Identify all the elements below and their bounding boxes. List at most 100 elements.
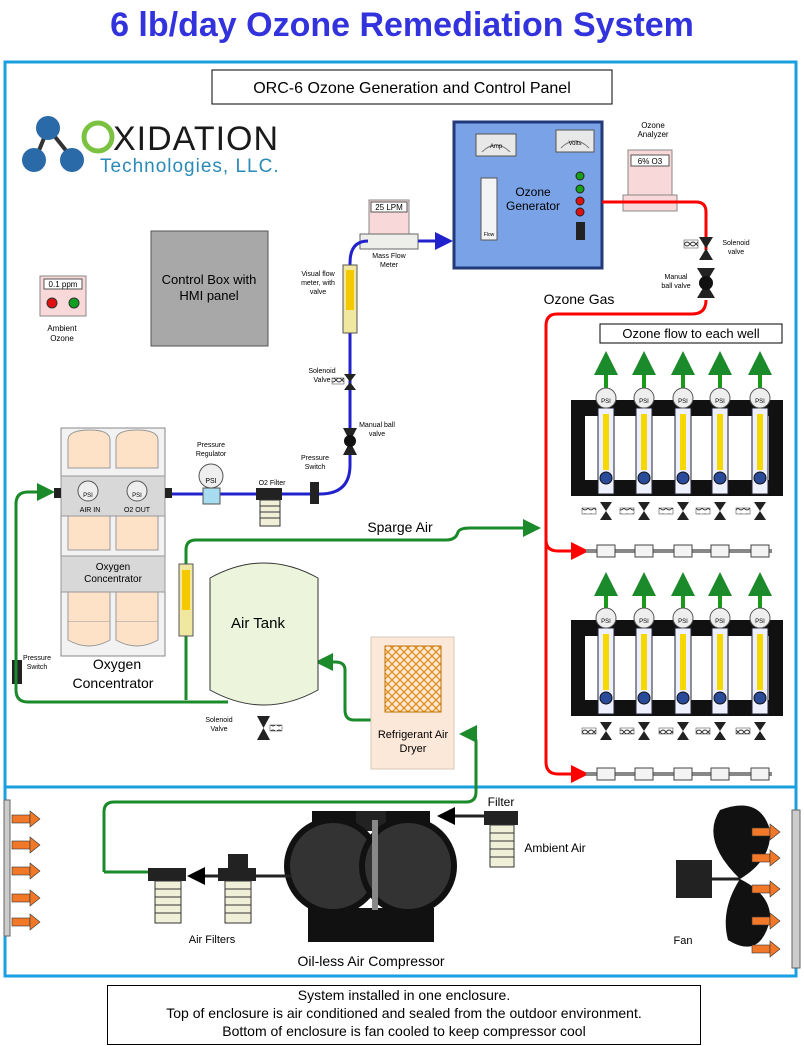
tank-solenoid-line2: Valve (211, 726, 228, 733)
manifold-1-well-4-flow-knob (713, 471, 727, 485)
manual-ball-left-line2: valve (369, 431, 385, 438)
visual-flow-line2: meter, with (301, 280, 335, 287)
intake-filter-label: Filter (488, 795, 515, 809)
generator-switch (576, 222, 585, 240)
o2-out-label: O2 OUT (124, 507, 151, 514)
manifold-1-right-post (769, 400, 783, 496)
ambient-label-1: Ambient (47, 324, 77, 333)
manifold-1-well-5-solenoid-coil (735, 507, 751, 515)
solenoid-valve-right (699, 237, 713, 260)
left-vent (3, 799, 11, 937)
manifold-2-well-2-solenoid-coil (619, 727, 635, 735)
manifold-2-well-5-float-tube (757, 634, 763, 690)
manifold-1-well-2-float-tube (641, 414, 647, 470)
left-cooling-arrow-3-shaft (11, 866, 31, 876)
manifold-1-well-3-solenoid-coil (658, 507, 674, 515)
flow-label: Flow (484, 232, 495, 238)
solenoid-valve-left (344, 374, 356, 390)
manifold-1-well-5-flow-knob (753, 471, 767, 485)
visual-flow-line1: Visual flow (301, 271, 335, 278)
air-line-dryer-to-tank (315, 653, 372, 722)
oxygen-concentrator-label2: Concentrator (73, 675, 154, 691)
o2-out-gauge (126, 480, 148, 502)
ozone-analyzer-label1: Ozone (641, 121, 665, 130)
air-line-to-concentrator (14, 483, 228, 704)
manifold-1-well-1-gauge-label: PSI (601, 399, 611, 405)
manifold-1-well-3-pressure-gauge (672, 387, 694, 409)
note-line1: System installed in one enclosure. (297, 987, 511, 1003)
manifold-1-well-2-flow-knob (637, 471, 651, 485)
manifold-1-well-4-pressure-gauge (709, 387, 731, 409)
o2-filter-element (259, 499, 281, 527)
manifold-1-well-5-float-tube (757, 414, 763, 470)
logo-word2: Technologies, LLC. (100, 156, 280, 177)
solenoid-left-line1: Solenoid (308, 368, 335, 375)
manifold-1-well-3-flow-knob (676, 471, 690, 485)
mass-flow-reading: 25 LPM (375, 203, 403, 212)
ozone-line-upper-manifold (544, 539, 589, 560)
ozone-gas-label: Ozone Gas (544, 291, 615, 307)
left-cooling-arrow-3-head (29, 862, 41, 880)
generator-light-4 (575, 207, 585, 217)
oxygen-line (170, 239, 369, 496)
o2-out-psi: PSI (132, 493, 142, 499)
manifold-2-well-1-pressure-gauge (595, 607, 617, 629)
solenoid-right-line2: valve (728, 249, 744, 256)
manifold-1-well-2-solenoid-coil (619, 507, 635, 515)
generator-light-3 (575, 196, 585, 206)
o2-filter-label: O2 Filter (259, 480, 287, 487)
manifold-2-well-2-float-tube (641, 634, 647, 690)
manifold-2-well-5-gauge-label: PSI (755, 619, 765, 625)
manifold-1-well-5-tee-fitting (750, 544, 770, 558)
manifold-2-well-2-flow-knob (637, 691, 651, 705)
ozone-generator-line1: Ozone (515, 185, 551, 199)
left-cooling-arrow-2-shaft (11, 840, 31, 850)
volts-label: Volts (568, 141, 581, 147)
page-title: 6 lb/day Ozone Remediation System (110, 6, 694, 44)
manifold-1-well-3-gauge-label: PSI (678, 399, 688, 405)
manifold-1-well-2-tee-fitting (634, 544, 654, 558)
oxygen-concentrator-label1: Oxygen (93, 656, 141, 672)
company-logo: XIDATION Technologies, LLC. (22, 116, 280, 177)
manifold-1-well-2-gauge-label: PSI (639, 399, 649, 405)
compressor-cylinder-right (359, 817, 457, 915)
manifold-2-well-3-pressure-gauge (672, 607, 694, 629)
right-cooling-arrow-3-shaft (751, 884, 771, 894)
air-dryer-line2: Dryer (400, 743, 427, 755)
right-cooling-arrow-5-head (769, 940, 781, 958)
left-cooling-arrow-1-head (29, 810, 41, 828)
right-vent-arrows (751, 823, 781, 958)
manifold-1-well-3-valve (677, 502, 689, 520)
logo-molecule-right (60, 148, 84, 172)
panel-title-box (211, 69, 613, 105)
ozone-analyzer-label2: Analyzer (637, 130, 668, 139)
manual-ball-left-line1: Manual ball (359, 422, 395, 429)
air-filter-1-element (154, 880, 182, 924)
pressure-switch-top-line1: Pressure (301, 455, 329, 462)
pressure-switch-left-line2: Switch (27, 664, 48, 671)
manifold-2-well-1-tee-fitting (596, 767, 616, 781)
manual-ball-right-line2: ball valve (661, 283, 690, 290)
manifold-2-well-3-float-tube (680, 634, 686, 690)
logo-word1: XIDATION (113, 120, 279, 158)
right-vent (791, 809, 801, 969)
manifold-2-left-post (571, 620, 585, 716)
manifold-2-well-2-tee-fitting (634, 767, 654, 781)
o2-filter-head (256, 488, 282, 500)
air-filter-1-head (148, 868, 186, 881)
manifold-2-well-1-flow-knob (599, 691, 613, 705)
pressure-switch-top-line2: Switch (305, 464, 326, 471)
air-in-label: AIR IN (80, 507, 101, 514)
pressure-regulator-line1: Pressure (197, 442, 225, 449)
manifold-2-well-4-float-tube (717, 634, 723, 690)
right-cooling-arrow-4-head (769, 912, 781, 930)
manifold-2-well-2-gauge-label: PSI (639, 619, 649, 625)
manifold-1-well-4-solenoid-coil (695, 507, 711, 515)
ozone-analyzer-reading: 6% O3 (638, 157, 663, 166)
logo-molecule-left (22, 148, 46, 172)
left-cooling-arrow-5-head (29, 913, 41, 931)
solenoid-left-line2: Valve (314, 377, 331, 384)
intake-filter-element (489, 824, 515, 868)
left-cooling-arrow-4-shaft (11, 893, 31, 903)
amp-label: Amp (490, 144, 503, 150)
